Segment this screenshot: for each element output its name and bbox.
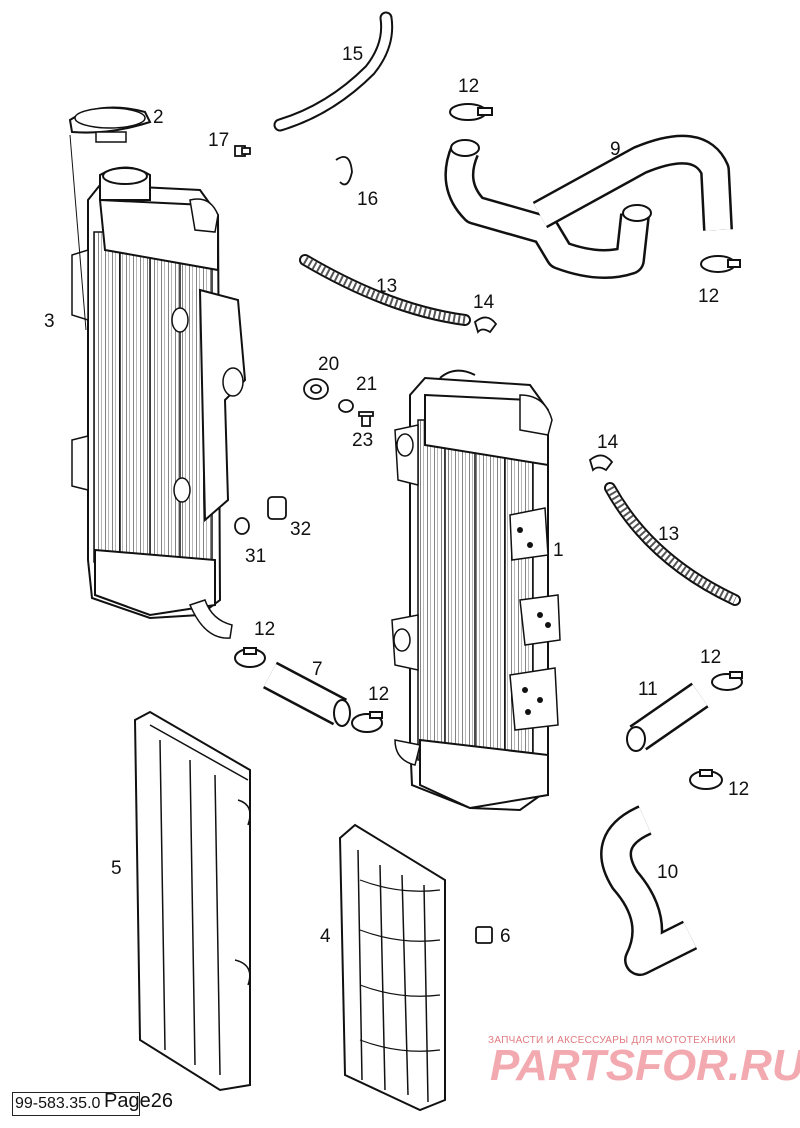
mesh-hose-13a <box>299 254 471 326</box>
callout-32: 32 <box>290 519 311 540</box>
callout-12a: 12 <box>458 76 479 97</box>
hose-7 <box>262 661 351 727</box>
hose-9 <box>444 134 733 279</box>
callout-12b: 12 <box>698 286 719 307</box>
small-parts <box>234 145 614 944</box>
clamps <box>234 103 743 790</box>
callout-20: 20 <box>318 354 339 375</box>
callout-4: 4 <box>320 926 331 947</box>
callout-7: 7 <box>312 659 323 680</box>
right-radiator <box>391 369 561 812</box>
callout-13a: 13 <box>376 276 397 297</box>
callout-2: 2 <box>153 107 164 128</box>
callout-9: 9 <box>610 139 621 160</box>
page-label: Page26 <box>104 1090 173 1112</box>
callout-1: 1 <box>553 540 564 561</box>
callout-10: 10 <box>657 862 678 883</box>
callout-14b: 14 <box>597 432 619 453</box>
callout-31: 31 <box>245 546 266 567</box>
diagram-code: 99-583.35.0 <box>12 1092 140 1116</box>
callout-21: 21 <box>356 374 377 395</box>
callout-5: 5 <box>111 858 122 879</box>
left-radiator <box>69 134 247 639</box>
callout-11: 11 <box>638 679 658 700</box>
callout-23: 23 <box>352 430 373 451</box>
callout-16: 16 <box>357 189 378 210</box>
shroud-4 <box>338 823 446 1112</box>
callout-6: 6 <box>500 926 511 947</box>
callout-3: 3 <box>44 311 55 332</box>
callout-12c: 12 <box>254 619 275 640</box>
callout-13b: 13 <box>658 524 679 545</box>
callout-17: 17 <box>208 130 229 151</box>
watermark-logo: PARTSFOR.RU <box>490 1041 800 1090</box>
mesh-hose-13b <box>604 482 741 606</box>
callout-12e: 12 <box>700 647 721 668</box>
callout-14a: 14 <box>473 292 495 313</box>
hose-11 <box>626 682 709 752</box>
callout-15: 15 <box>342 44 363 65</box>
hose-10 <box>600 805 698 976</box>
radiator-cap <box>68 106 152 143</box>
watermark-tagline: ЗАПЧАСТИ И АКСЕССУАРЫ ДЛЯ МОТОТЕХНИКИ <box>488 1035 736 1046</box>
callout-12f: 12 <box>728 779 749 800</box>
callout-12d: 12 <box>368 684 389 705</box>
shroud-5 <box>133 710 251 1092</box>
